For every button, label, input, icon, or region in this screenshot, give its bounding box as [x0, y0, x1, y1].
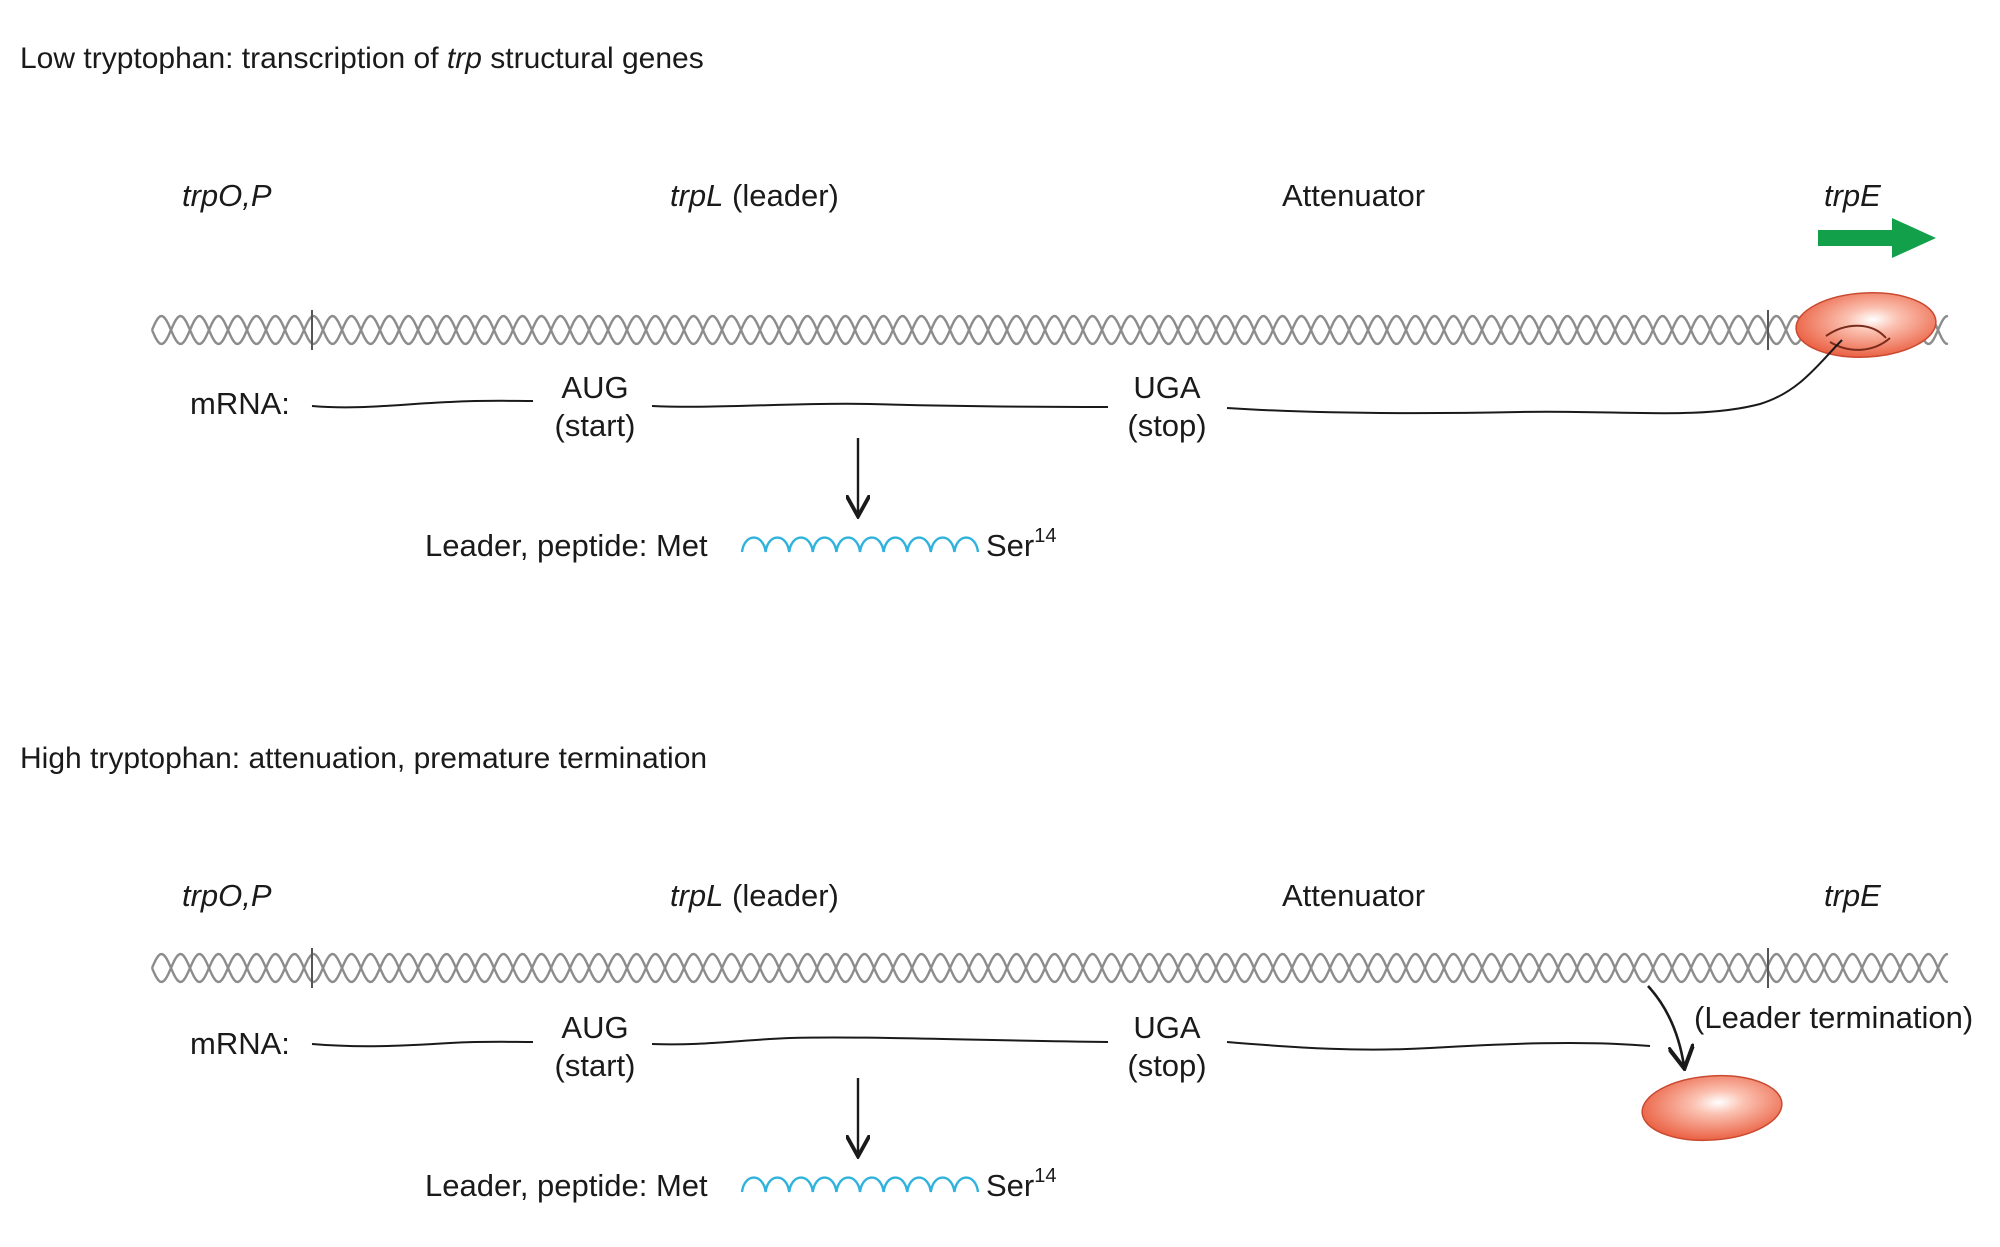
mrna-segment-1 — [311, 1040, 534, 1048]
mrna-label: mRNA: — [190, 386, 290, 421]
mrna-segment-1 — [311, 399, 534, 409]
mrna-segment-3 — [1226, 1041, 1651, 1051]
leader-peptide-end: Ser14 — [986, 1165, 1057, 1203]
stop-codon-note: (stop) — [1127, 408, 1206, 443]
leader-peptide-chain — [740, 1176, 980, 1193]
start-codon-label: AUG — [561, 370, 628, 405]
mrna-label: mRNA: — [190, 1026, 290, 1061]
start-codon-note: (start) — [555, 408, 636, 443]
leader-region-label: trpL (leader) — [670, 878, 839, 913]
leader-peptide-label: Leader, peptide: Met — [425, 528, 708, 563]
leader-termination-note: (Leader termination) — [1694, 1000, 1973, 1035]
panel-low-tryptophan: Low tryptophan: transcription of trp str… — [20, 42, 1949, 563]
dna-strand-a — [150, 314, 1949, 346]
mrna-segment-3 — [1226, 339, 1843, 415]
operator-promoter-label: trpO,P — [182, 178, 272, 213]
released-rna-polymerase — [1641, 1074, 1783, 1142]
start-codon-note: (start) — [555, 1048, 636, 1083]
panel-heading: High tryptophan: attenuation, premature … — [20, 742, 707, 775]
structural-gene-label: trpE — [1824, 878, 1881, 913]
leader-region-label: trpL (leader) — [670, 178, 839, 213]
leader-peptide-chain — [740, 536, 980, 553]
leader-peptide-end: Ser14 — [986, 525, 1057, 563]
dna-double-helix — [150, 948, 1949, 988]
stop-codon-label: UGA — [1133, 370, 1201, 405]
start-codon-label: AUG — [561, 1010, 628, 1045]
operator-promoter-label: trpO,P — [182, 878, 272, 913]
dna-strand-b — [150, 952, 1949, 984]
release-arrow-icon — [1647, 985, 1684, 1066]
panel-high-tryptophan: High tryptophan: attenuation, premature … — [20, 742, 1973, 1203]
dna-strand-a — [150, 952, 1949, 984]
transcription-direction-arrow-icon — [1818, 218, 1936, 258]
mrna-segment-2 — [651, 1036, 1109, 1046]
panel-heading: Low tryptophan: transcription of trp str… — [20, 42, 704, 75]
dna-strand-b — [150, 314, 1949, 346]
attenuator-label: Attenuator — [1282, 878, 1425, 913]
leader-peptide-label: Leader, peptide: Met — [425, 1168, 708, 1203]
dna-double-helix — [150, 310, 1949, 350]
structural-gene-label: trpE — [1824, 178, 1881, 213]
stop-codon-note: (stop) — [1127, 1048, 1206, 1083]
polymerase-transcription-bubble — [1825, 324, 1891, 351]
attenuator-label: Attenuator — [1282, 178, 1425, 213]
stop-codon-label: UGA — [1133, 1010, 1201, 1045]
mrna-segment-2 — [651, 402, 1109, 408]
rna-polymerase — [1795, 292, 1937, 358]
